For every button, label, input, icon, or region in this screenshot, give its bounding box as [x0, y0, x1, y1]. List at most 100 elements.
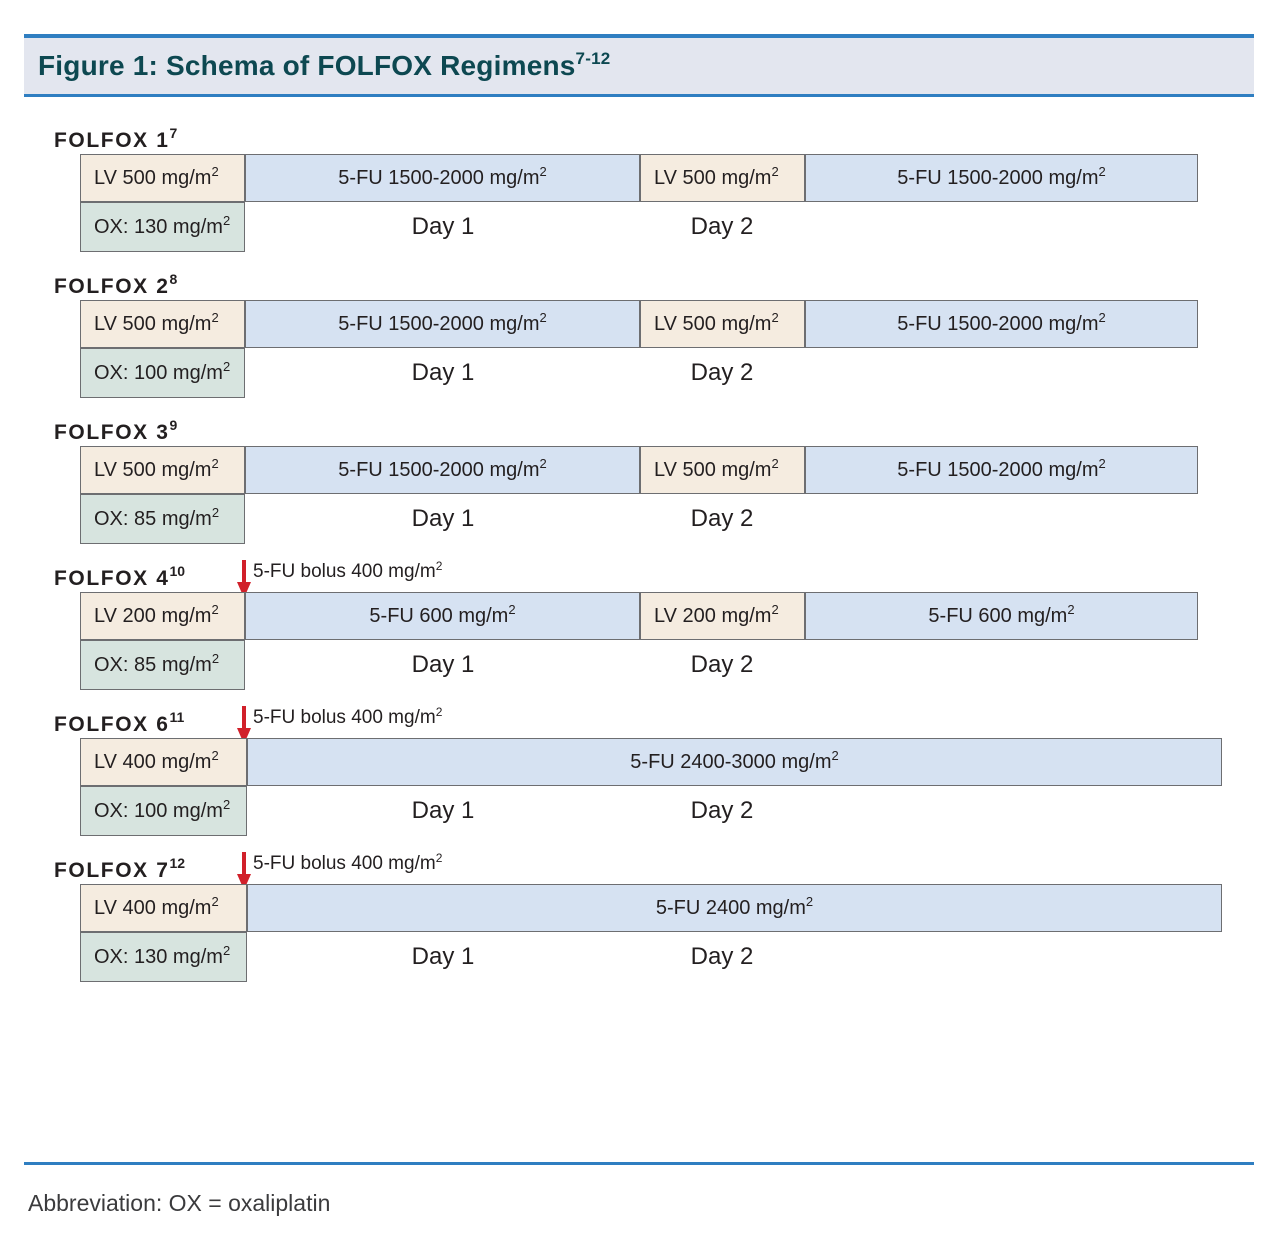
regimen-block: FOLFOX 39 LV 500 mg/m2 5-FU 1500-2000 mg/m…	[0, 412, 1280, 544]
regimen-name-text: FOLFOX 7	[54, 859, 170, 882]
bolus-annotation: 5-FU bolus 400 mg/m2	[237, 706, 442, 744]
drug-bar-row: LV 500 mg/m2 5-FU 1500-2000 mg/m2 LV 500 m…	[0, 446, 1280, 494]
segment-label: 5-FU 2400-3000 mg/m2	[630, 748, 839, 773]
segment-label: LV 500 mg/m2	[654, 456, 779, 481]
header-rule-bottom	[24, 94, 1254, 97]
regimen-reference: 10	[169, 563, 186, 580]
unit-superscript: 2	[211, 164, 219, 180]
down-arrow-icon	[237, 852, 253, 890]
segment-label: LV 500 mg/m2	[94, 164, 219, 189]
figure-title-text: Figure 1: Schema of FOLFOX Regimens	[38, 50, 576, 81]
regimen-name: FOLFOX 39	[54, 417, 177, 445]
regimen-name: FOLFOX 17	[54, 125, 177, 153]
ox-segment: OX: 100 mg/m2	[80, 786, 247, 836]
drug-bar-row: LV 500 mg/m2 5-FU 1500-2000 mg/m2 LV 500 m…	[0, 154, 1280, 202]
lv-segment: LV 400 mg/m2	[80, 884, 247, 932]
segment-label: 5-FU 600 mg/m2	[369, 602, 516, 627]
unit-superscript: 2	[539, 456, 547, 472]
regimen-block: FOLFOX 17 LV 500 mg/m2 5-FU 1500-2000 mg/m…	[0, 120, 1280, 252]
unit-superscript: 2	[222, 213, 231, 229]
unit-superscript: 2	[211, 894, 219, 910]
lv-segment: LV 400 mg/m2	[80, 738, 247, 786]
fu-segment: 5-FU 1500-2000 mg/m2	[245, 154, 640, 202]
day-2-label: Day 2	[690, 505, 754, 532]
unit-superscript: 2	[508, 602, 516, 618]
lv-segment: LV 500 mg/m2	[640, 154, 805, 202]
regimen-reference: 7	[169, 125, 178, 142]
segment-label: LV 200 mg/m2	[94, 602, 219, 627]
regimen-reference: 8	[169, 271, 178, 288]
unit-superscript: 2	[539, 164, 547, 180]
lv-segment: LV 200 mg/m2	[640, 592, 805, 640]
segment-label: LV 500 mg/m2	[654, 164, 779, 189]
regimen-name: FOLFOX 712	[54, 855, 185, 883]
drug-bar-row: LV 400 mg/m2 5-FU 2400-3000 mg/m2	[0, 738, 1280, 786]
unit-superscript: 2	[211, 505, 220, 521]
regimen-name-text: FOLFOX 4	[54, 567, 170, 590]
lv-segment: LV 500 mg/m2	[80, 300, 245, 348]
segment-label: OX: 100 mg/m2	[94, 797, 231, 822]
segment-label: 5-FU 1500-2000 mg/m2	[897, 310, 1106, 335]
segment-label: 5-FU 1500-2000 mg/m2	[897, 456, 1106, 481]
segment-label: LV 400 mg/m2	[94, 894, 219, 919]
figure-title-reference: 7-12	[575, 49, 611, 69]
ox-segment: OX: 85 mg/m2	[80, 494, 245, 544]
ox-segment: OX: 85 mg/m2	[80, 640, 245, 690]
unit-superscript: 2	[222, 943, 231, 959]
regimen-name: FOLFOX 611	[54, 709, 184, 737]
regimen-reference: 12	[169, 855, 186, 872]
bolus-annotation: 5-FU bolus 400 mg/m2	[237, 852, 442, 890]
unit-superscript: 2	[435, 705, 443, 720]
unit-superscript: 2	[211, 310, 219, 326]
unit-superscript: 2	[211, 748, 219, 764]
unit-superscript: 2	[805, 894, 814, 910]
day-1-label: Day 1	[411, 505, 475, 532]
segment-label: 5-FU 2400 mg/m2	[655, 894, 814, 919]
segment-label: LV 500 mg/m2	[94, 456, 219, 481]
drug-bar-row: LV 400 mg/m2 5-FU 2400 mg/m2	[0, 884, 1280, 932]
segment-label: OX: 130 mg/m2	[94, 213, 231, 238]
regimen-name: FOLFOX 28	[54, 271, 177, 299]
lv-segment: LV 500 mg/m2	[80, 154, 245, 202]
figure-header-band: Figure 1: Schema of FOLFOX Regimens7-12	[24, 38, 1254, 94]
abbreviation-note: Abbreviation: OX = oxaliplatin	[28, 1190, 331, 1216]
day-1-label: Day 1	[411, 359, 475, 386]
regimen-header: FOLFOX 712 5-FU bolus 400 mg/m2	[0, 850, 1280, 890]
segment-label: LV 500 mg/m2	[94, 310, 219, 335]
unit-superscript: 2	[771, 456, 779, 472]
fu-segment: 5-FU 1500-2000 mg/m2	[805, 446, 1198, 494]
segment-label: OX: 100 mg/m2	[94, 359, 231, 384]
bolus-label: 5-FU bolus 400 mg/m2	[253, 559, 443, 582]
day-1-label: Day 1	[411, 213, 475, 240]
regimen-block: FOLFOX 410 5-FU bolus 400 mg/m2 LV 200 mg/…	[0, 558, 1280, 690]
segment-label: 5-FU 1500-2000 mg/m2	[897, 164, 1106, 189]
down-arrow-icon	[237, 706, 253, 744]
lv-segment: LV 200 mg/m2	[80, 592, 245, 640]
lv-segment: LV 500 mg/m2	[640, 300, 805, 348]
day-1-label: Day 1	[411, 797, 475, 824]
bolus-label: 5-FU bolus 400 mg/m2	[253, 851, 443, 874]
fu-segment: 5-FU 1500-2000 mg/m2	[805, 154, 1198, 202]
regimen-name-text: FOLFOX 1	[54, 129, 170, 152]
unit-superscript: 2	[539, 310, 547, 326]
ox-segment: OX: 100 mg/m2	[80, 348, 245, 398]
unit-superscript: 2	[435, 851, 443, 866]
ox-segment: OX: 130 mg/m2	[80, 202, 245, 252]
regimen-reference: 9	[169, 417, 178, 434]
segment-label: 5-FU 1500-2000 mg/m2	[338, 164, 547, 189]
page-title: Figure 1: Schema of FOLFOX Regimens7-12	[24, 49, 611, 82]
footer-rule	[24, 1162, 1254, 1165]
fu-segment: 5-FU 600 mg/m2	[805, 592, 1198, 640]
oxaliplatin-row: OX: 85 mg/m2 Day 1 Day 2	[0, 494, 1280, 544]
segment-label: LV 500 mg/m2	[654, 310, 779, 335]
unit-superscript: 2	[831, 748, 839, 764]
bolus-annotation: 5-FU bolus 400 mg/m2	[237, 560, 442, 598]
regimen-name-text: FOLFOX 6	[54, 713, 170, 736]
segment-label: LV 400 mg/m2	[94, 748, 219, 773]
